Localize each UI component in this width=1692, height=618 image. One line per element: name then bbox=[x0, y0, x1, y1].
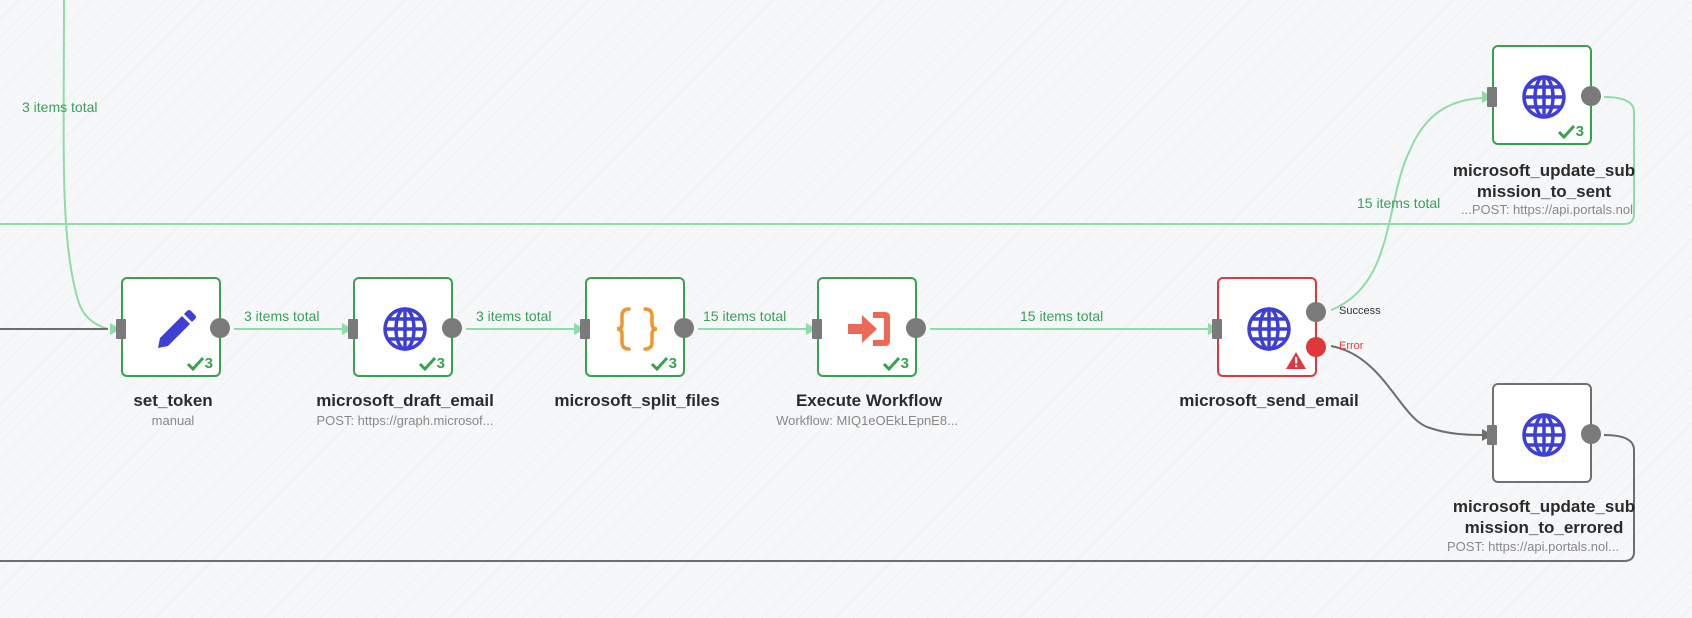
connection-update-errored-loop bbox=[0, 434, 1635, 562]
connection-arrow bbox=[110, 323, 121, 335]
node-execute-workflow[interactable]: 3 bbox=[812, 277, 926, 377]
warning-icon[interactable] bbox=[1285, 351, 1307, 370]
edge-label-send-to-update-sent: 15 items total bbox=[1357, 195, 1441, 211]
node-subtitle: POST: https://api.portals.nol... bbox=[1461, 202, 1633, 217]
globe-icon bbox=[1520, 411, 1568, 459]
success-count: 3 bbox=[668, 355, 677, 372]
success-count-badge: 3 bbox=[418, 355, 445, 372]
output-handle[interactable] bbox=[1581, 424, 1601, 444]
success-output-handle[interactable] bbox=[1306, 302, 1326, 322]
node-subtitle: POST: https://graph.microsof... bbox=[316, 413, 494, 428]
success-count: 3 bbox=[436, 355, 445, 372]
success-count-badge: 3 bbox=[650, 355, 677, 372]
checkmark-icon bbox=[1557, 124, 1575, 139]
connection-send-error-to-update-errored bbox=[1330, 345, 1483, 436]
success-count: 3 bbox=[900, 355, 909, 372]
input-handle[interactable] bbox=[1212, 319, 1222, 339]
output-handle[interactable] bbox=[210, 318, 230, 338]
edge-label-draft-to-split: 3 items total bbox=[476, 308, 552, 324]
output-handle[interactable] bbox=[1581, 86, 1601, 106]
node-microsoft-update-submission-to-sent[interactable]: 3 bbox=[1487, 45, 1601, 145]
error-output-handle[interactable] bbox=[1306, 337, 1326, 357]
checkmark-icon bbox=[882, 356, 900, 371]
input-handle[interactable] bbox=[580, 319, 590, 339]
node-microsoft-draft-email[interactable]: 3 bbox=[348, 277, 462, 377]
code-braces-icon bbox=[613, 305, 661, 353]
pencil-icon bbox=[149, 305, 197, 353]
success-count-badge: 3 bbox=[1557, 123, 1584, 140]
input-handle[interactable] bbox=[1487, 87, 1497, 107]
node-title: set_token bbox=[133, 391, 213, 410]
output-handle[interactable] bbox=[906, 318, 926, 338]
globe-icon bbox=[1245, 305, 1293, 353]
output-handle[interactable] bbox=[674, 318, 694, 338]
success-count-badge: 3 bbox=[882, 355, 909, 372]
input-handle[interactable] bbox=[812, 319, 822, 339]
node-title: microsoft_draft_email bbox=[316, 391, 494, 410]
node-subtitle: POST: https://api.portals.nol... bbox=[1447, 539, 1619, 554]
checkmark-icon bbox=[186, 356, 204, 371]
node-microsoft-update-submission-to-errored[interactable] bbox=[1487, 383, 1601, 483]
node-subtitle: Workflow: MIQ1eOEkLEpnE8... bbox=[776, 413, 958, 428]
node-title: microsoft_update_submission_to_errored bbox=[1452, 497, 1636, 537]
node-microsoft-split-files[interactable]: 3 bbox=[580, 277, 694, 377]
connection-send-success-to-update-sent bbox=[1330, 97, 1483, 311]
connection-update-sent-loop bbox=[0, 96, 1635, 225]
node-title: microsoft_split_files bbox=[554, 391, 720, 410]
input-handle[interactable] bbox=[1487, 425, 1497, 445]
input-handle[interactable] bbox=[348, 319, 358, 339]
node-title: Execute Workflow bbox=[795, 391, 943, 410]
node-microsoft-send-email[interactable] bbox=[1212, 277, 1326, 377]
edge-label-top-left: 3 items total bbox=[22, 99, 98, 115]
node-title: microsoft_update_submission_to_sent bbox=[1452, 161, 1636, 201]
success-count-badge: 3 bbox=[186, 355, 213, 372]
success-port-label: Success bbox=[1339, 305, 1381, 317]
globe-icon bbox=[1520, 73, 1568, 121]
success-count: 3 bbox=[1575, 123, 1584, 140]
node-subtitle: manual bbox=[151, 413, 195, 428]
checkmark-icon bbox=[650, 356, 668, 371]
connection-arrow bbox=[806, 323, 817, 335]
success-count: 3 bbox=[204, 355, 213, 372]
connection-arrow bbox=[342, 323, 353, 335]
checkmark-icon bbox=[418, 356, 436, 371]
globe-icon bbox=[381, 305, 429, 353]
edge-label-split-to-execute: 15 items total bbox=[703, 308, 787, 324]
node-set-token[interactable]: 3 bbox=[116, 277, 230, 377]
edge-label-set-token-to-draft: 3 items total bbox=[244, 308, 320, 324]
input-handle[interactable] bbox=[116, 319, 126, 339]
output-handle[interactable] bbox=[442, 318, 462, 338]
node-title: microsoft_send_email bbox=[1179, 391, 1359, 410]
connection-top-to-set-token bbox=[62, 0, 109, 330]
error-port-label: Error bbox=[1339, 340, 1364, 352]
edge-label-execute-to-send: 15 items total bbox=[1020, 308, 1104, 324]
execute-workflow-icon bbox=[845, 305, 893, 353]
connection-arrow bbox=[574, 323, 585, 335]
